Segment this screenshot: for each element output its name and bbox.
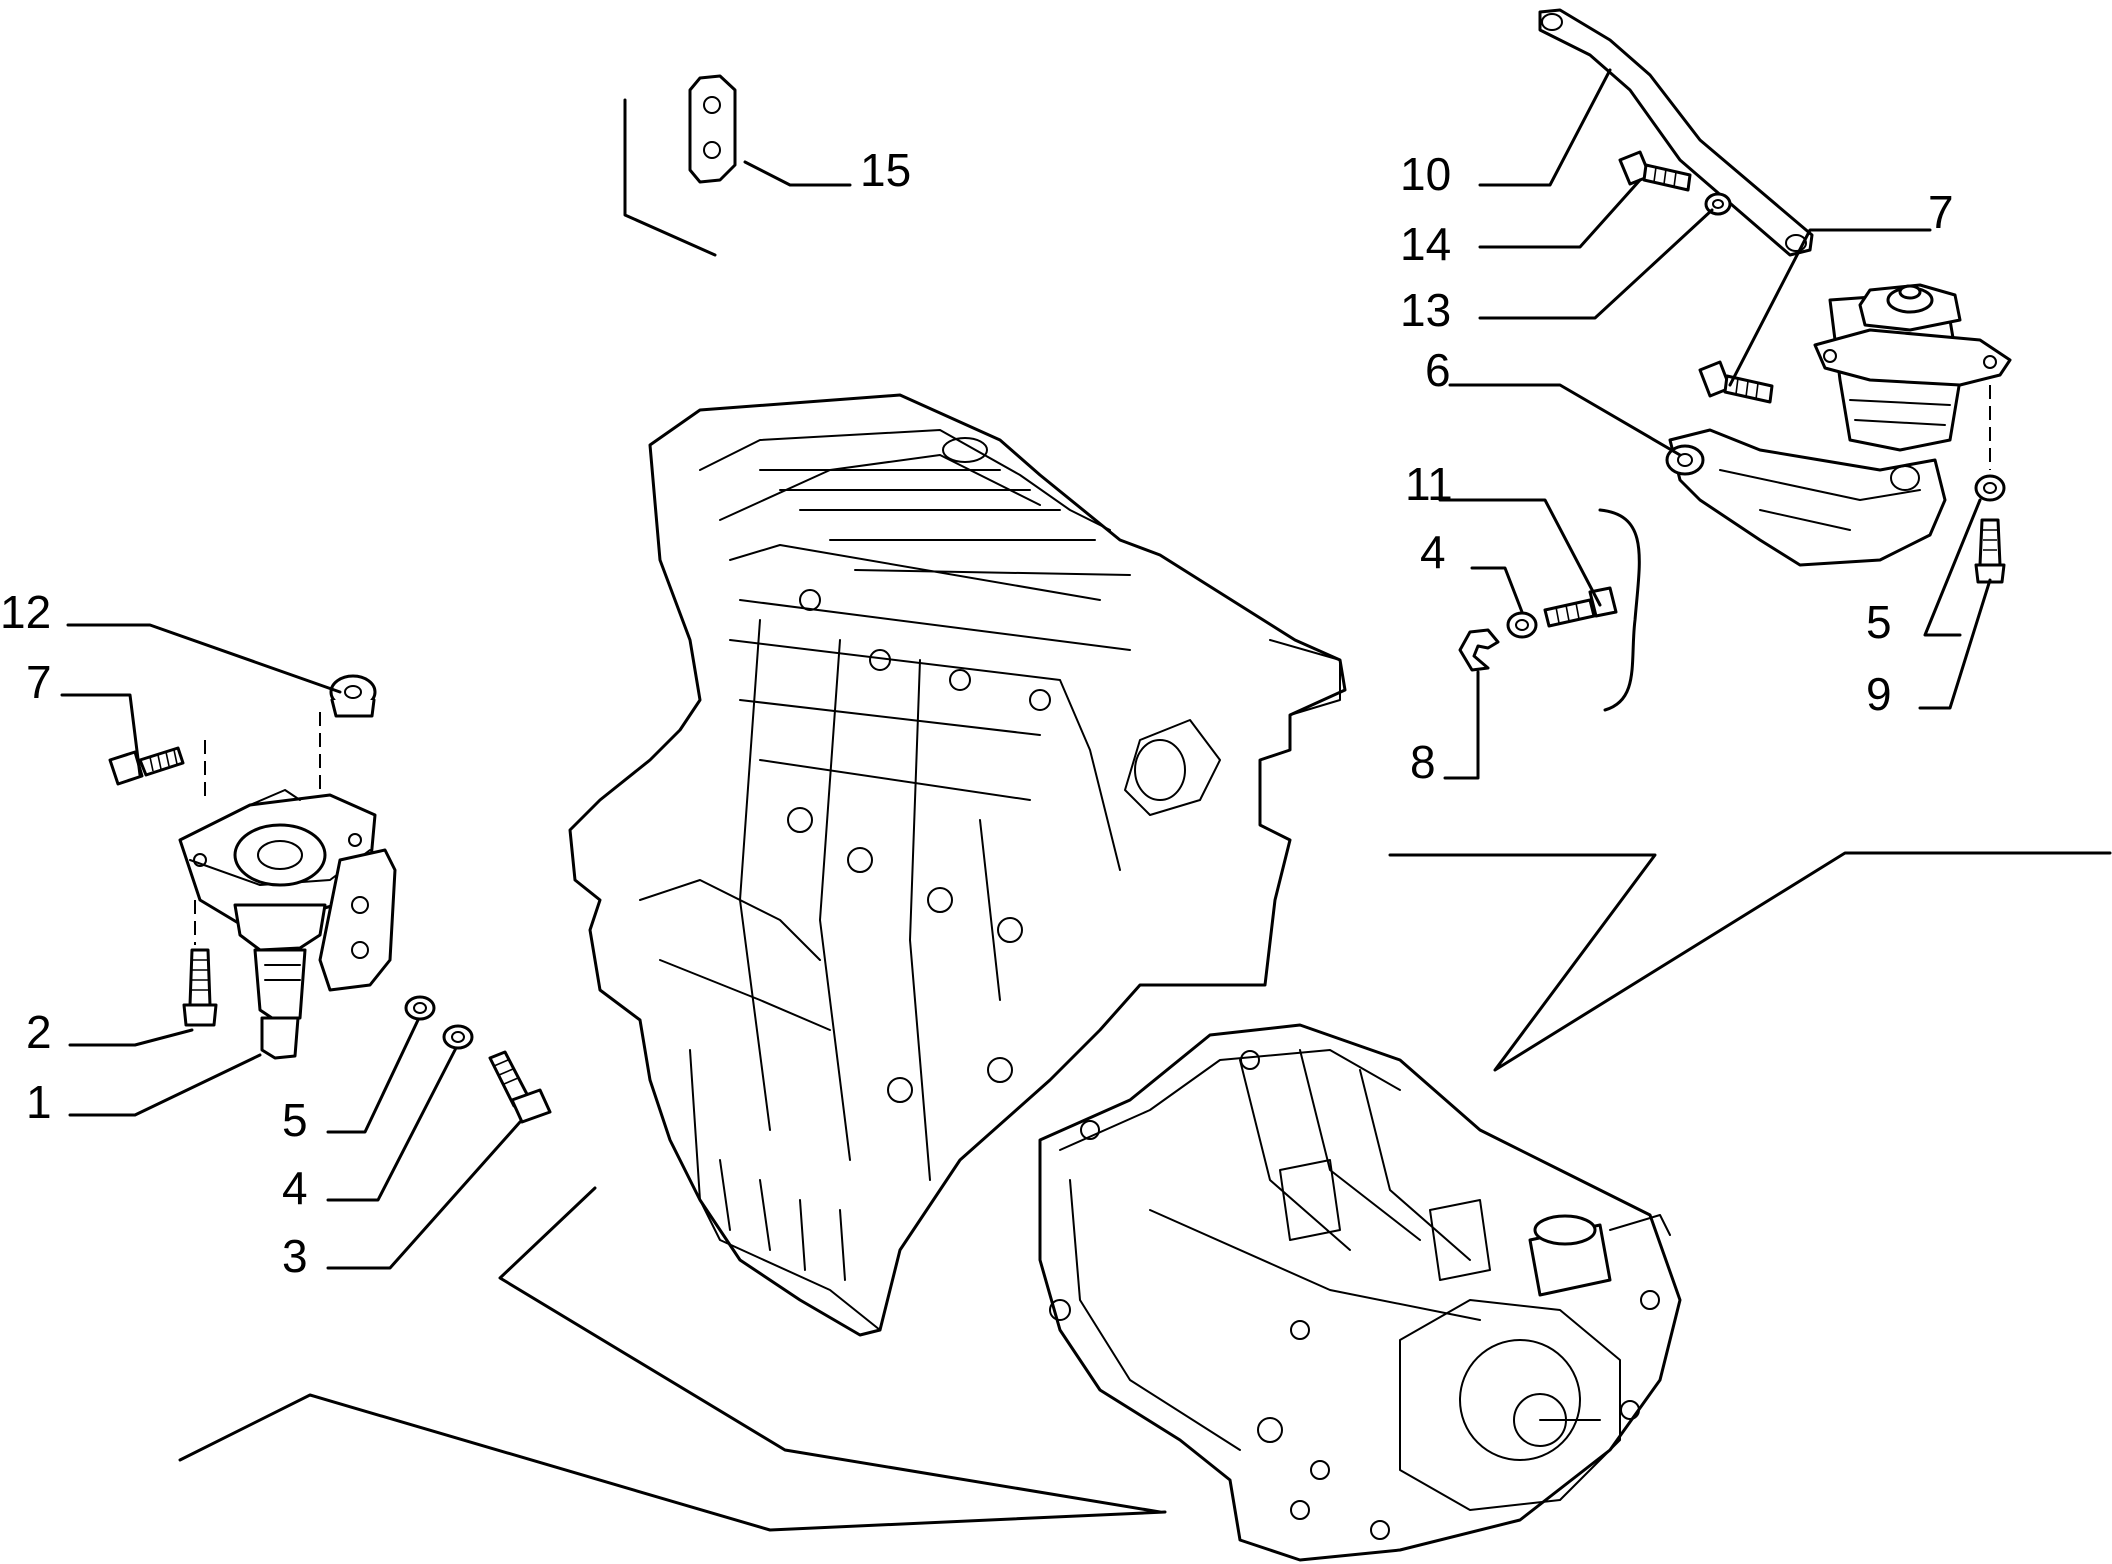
callout-4-right: 4 [1420, 526, 1446, 578]
washer-5-left [404, 995, 436, 1021]
callout-7-right: 7 [1928, 186, 1954, 238]
callout-4-left: 4 [282, 1162, 308, 1214]
callout-6: 6 [1425, 344, 1451, 396]
callout-13: 13 [1400, 284, 1451, 336]
bolt-7-left [108, 750, 144, 786]
bolt-2 [188, 948, 212, 1007]
engine-block [568, 393, 1347, 1337]
left-engine-mount [178, 789, 397, 1060]
callout-12: 12 [0, 586, 51, 638]
callout-7-left: 7 [26, 656, 52, 708]
washer-4-left [442, 1024, 474, 1050]
callout-10: 10 [1400, 148, 1451, 200]
right-hardware [688, 8, 2006, 712]
bolt-11 [1543, 598, 1596, 628]
callout-9: 9 [1866, 668, 1892, 720]
callout-11: 11 [1405, 458, 1453, 510]
clip-8 [1458, 628, 1500, 672]
callout-5-left: 5 [282, 1094, 308, 1146]
left-hardware [108, 674, 552, 1124]
gearbox [1038, 1023, 1682, 1562]
plate-15 [688, 74, 737, 184]
callout-1: 1 [26, 1076, 52, 1128]
callout-15: 15 [860, 144, 911, 196]
bolt-9 [1978, 518, 2002, 567]
leader-lines [60, 68, 1992, 1270]
washer-4-right [1506, 611, 1538, 639]
washer-5-right [1974, 474, 2006, 502]
callout-2: 2 [26, 1006, 52, 1058]
callout-14: 14 [1400, 218, 1451, 270]
callout-5-right: 5 [1866, 596, 1892, 648]
rod-10 [1538, 8, 1814, 257]
callout-8: 8 [1410, 736, 1436, 788]
callout-3: 3 [282, 1230, 308, 1282]
right-engine-mount [1665, 283, 2012, 567]
callout-labels: 15 10 14 13 7 6 11 4 5 9 8 12 7 2 1 5 4 … [0, 144, 1954, 1282]
assembly-lines [178, 98, 2112, 1532]
